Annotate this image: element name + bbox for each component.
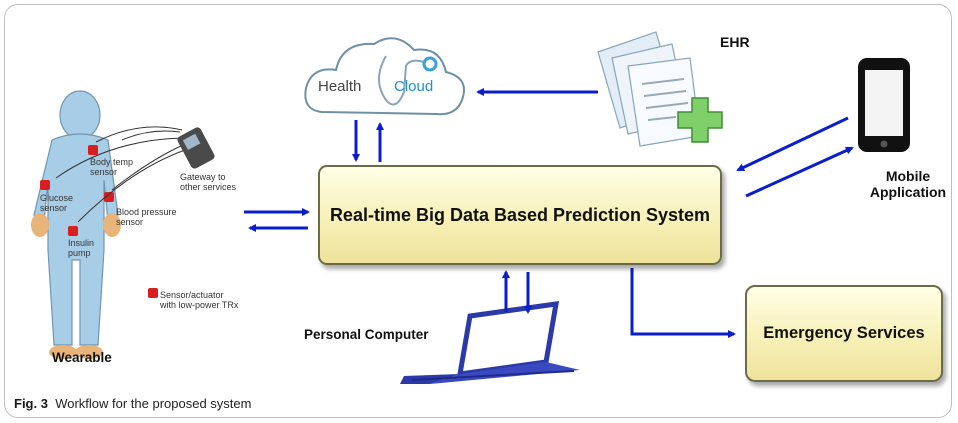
laptop-icon [400, 301, 580, 384]
gateway-line1: Gateway to [180, 172, 226, 182]
glucose-line1: Glucose [40, 193, 74, 203]
arrow-system-to-emergency [630, 268, 736, 338]
wearable-figure [31, 90, 121, 359]
arrow-mobile-to-system [736, 116, 849, 172]
blood-pressure-line1: Blood pressure [116, 207, 177, 217]
wearable-label: Wearable [52, 350, 112, 365]
insulin-line2: pump [68, 248, 91, 258]
body-temp-line1: Body temp [90, 157, 134, 167]
gateway-phone-icon [177, 127, 215, 169]
personal-computer-label: Personal Computer [304, 327, 429, 342]
insulin-pump-label: Insulin pump [68, 238, 94, 258]
mobile-phone-icon [858, 58, 910, 152]
emergency-services-box: Emergency Services [745, 285, 943, 382]
legend-line2: with low-power TRx [160, 300, 239, 310]
wireless-links [55, 126, 186, 223]
health-cloud-icon [304, 37, 465, 116]
blood-pressure-sensor-label: Blood pressure sensor [116, 207, 177, 227]
blood-pressure-line2: sensor [116, 217, 144, 227]
figure-caption-text: Workflow for the proposed system [55, 396, 252, 411]
cloud-word-health: Health [318, 78, 362, 95]
mobile-label-line2: Application [869, 184, 947, 200]
figure-frame [4, 4, 952, 418]
arrow-system-to-mobile [745, 146, 854, 198]
sensor-glucose [40, 180, 50, 190]
flow-arrows [244, 88, 854, 338]
glucose-sensor-label: Glucose sensor [40, 193, 73, 213]
body-temp-sensor-label: Body temp sensor [90, 157, 133, 177]
cloud-word-cloud: Cloud [394, 78, 434, 95]
legend-line1: Sensor/actuator [160, 290, 224, 300]
sensor-legend-label: Sensor/actuator with low-power TRx [160, 290, 238, 310]
sensor-insulin [68, 226, 78, 236]
gateway-label: Gateway to other services [180, 172, 236, 192]
prediction-system-box: Real-time Big Data Based Prediction Syst… [318, 165, 722, 265]
sensor-blood-pressure [104, 192, 114, 202]
figure-number: Fig. 3 [14, 396, 48, 411]
gateway-line2: other services [180, 182, 237, 192]
glucose-line2: sensor [40, 203, 68, 213]
prediction-system-label: Real-time Big Data Based Prediction Syst… [329, 204, 711, 225]
body-temp-line2: sensor [90, 167, 118, 177]
insulin-line1: Insulin [68, 238, 95, 248]
emergency-services-label: Emergency Services [763, 324, 925, 342]
sensor-body-temp [88, 145, 98, 155]
mobile-label: Mobile Application [868, 168, 948, 200]
mobile-label-line1: Mobile [885, 168, 931, 184]
figure-caption: Fig. 3 Workflow for the proposed system [14, 396, 251, 411]
legend-sensor-icon [148, 288, 158, 298]
ehr-label: EHR [720, 34, 750, 50]
ehr-documents-icon [597, 31, 723, 147]
